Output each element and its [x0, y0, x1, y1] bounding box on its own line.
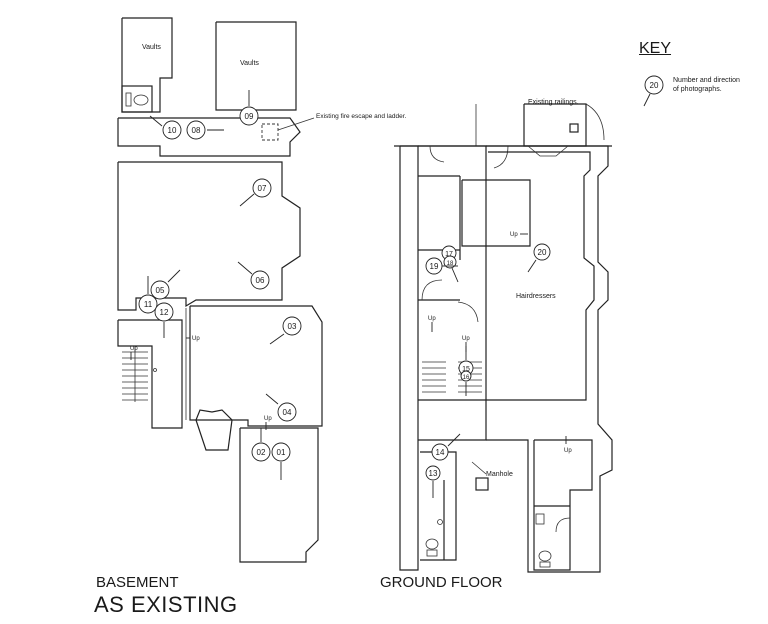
svg-text:16: 16 — [463, 375, 470, 381]
key-description: Number and direction of photographs. — [673, 77, 740, 93]
vaults-label-right: Vaults — [240, 60, 259, 67]
svg-text:18: 18 — [447, 261, 454, 267]
ground-passage — [399, 145, 419, 571]
railings-label: Existing railings. — [528, 99, 579, 106]
key-sample-marker: 20 — [643, 75, 664, 107]
front-railings — [523, 103, 587, 147]
ground-left-rooms — [418, 145, 487, 441]
photo-marker-16: 16 — [460, 370, 472, 396]
basement-front-vault — [239, 427, 319, 563]
svg-text:11: 11 — [144, 300, 153, 309]
ground-up-label-1: Up — [510, 232, 518, 238]
svg-text:20: 20 — [650, 81, 659, 90]
basement-stair-room — [117, 319, 183, 429]
basement-stair — [122, 346, 157, 402]
key-title: KEY — [639, 40, 672, 57]
svg-text:14: 14 — [436, 448, 445, 457]
shop-internal-box — [461, 179, 531, 247]
as-existing-caption: AS EXISTING — [94, 592, 238, 617]
basement-vault-right — [215, 21, 297, 111]
basement-corridor — [117, 117, 301, 157]
basement-wc-toilet — [133, 94, 149, 106]
photo-marker-05: 05 — [150, 269, 181, 300]
basement-up-label-1: Up — [130, 346, 138, 352]
ground-up-label-2: Up — [428, 316, 436, 322]
hairdressers-room — [486, 145, 613, 573]
manhole — [475, 477, 489, 491]
svg-text:04: 04 — [283, 408, 292, 417]
photo-marker-04: 04 — [265, 393, 297, 422]
photo-marker-03: 03 — [269, 316, 302, 345]
basement-wc — [121, 85, 153, 113]
fire-escape-label: Existing fire escape and ladder. — [316, 113, 407, 120]
photo-marker-14: 14 — [431, 433, 461, 461]
basement-up-label-2: Up — [192, 336, 200, 342]
photo-marker-20: 20 — [527, 243, 551, 273]
basement-plan: Up Up Up Vaults Vaults Existing fire esc… — [117, 17, 407, 563]
svg-text:13: 13 — [429, 469, 438, 478]
photo-marker-01: 01 — [271, 442, 291, 480]
svg-text:07: 07 — [258, 184, 267, 193]
photo-marker-15: 15 — [458, 346, 474, 376]
photo-marker-02: 02 — [251, 428, 271, 462]
photo-marker-12: 12 — [154, 302, 174, 338]
basement-room-3 — [189, 305, 323, 427]
svg-text:17: 17 — [445, 251, 453, 258]
fire-escape-ladder — [261, 123, 279, 141]
svg-text:09: 09 — [245, 112, 254, 121]
photo-marker-19: 19 — [425, 257, 458, 275]
photo-marker-13: 13 — [425, 465, 441, 498]
svg-text:20: 20 — [538, 248, 547, 257]
photo-marker-08: 08 — [186, 120, 224, 140]
photo-marker-07: 07 — [239, 178, 272, 207]
svg-text:03: 03 — [288, 322, 297, 331]
svg-text:08: 08 — [192, 126, 201, 135]
photo-marker-10: 10 — [149, 115, 182, 140]
photo-markers: 10 08 09 07 05 06 11 — [138, 75, 664, 498]
photo-marker-18: 18 — [443, 255, 459, 283]
ground-up-label-4: Up — [564, 448, 572, 454]
svg-text:19: 19 — [430, 262, 439, 271]
hairdressers-inner-wall — [486, 151, 595, 401]
photo-marker-11: 11 — [138, 276, 158, 314]
svg-text:10: 10 — [168, 126, 177, 135]
photo-marker-06: 06 — [237, 261, 270, 290]
ground-floor-caption: GROUND FLOOR — [380, 574, 503, 591]
basement-main-room — [117, 161, 301, 311]
vaults-label-left: Vaults — [142, 44, 161, 51]
basement-bay — [195, 409, 233, 451]
manhole-label: Manhole — [486, 471, 513, 478]
photo-marker-09: 09 — [239, 90, 259, 126]
basement-caption: BASEMENT — [96, 574, 179, 591]
svg-text:05: 05 — [156, 286, 165, 295]
svg-text:02: 02 — [257, 448, 266, 457]
rear-wc-block — [533, 439, 593, 571]
svg-text:06: 06 — [256, 276, 265, 285]
basement-up-label-3: Up — [264, 416, 272, 422]
hairdressers-label: Hairdressers — [516, 293, 556, 300]
ground-floor-plan: Up Up Up Up Existing railings. Hairdress… — [394, 99, 613, 573]
svg-text:15: 15 — [462, 366, 470, 373]
svg-text:12: 12 — [160, 308, 169, 317]
ground-up-label-3: Up — [462, 336, 470, 342]
svg-text:01: 01 — [277, 448, 286, 457]
